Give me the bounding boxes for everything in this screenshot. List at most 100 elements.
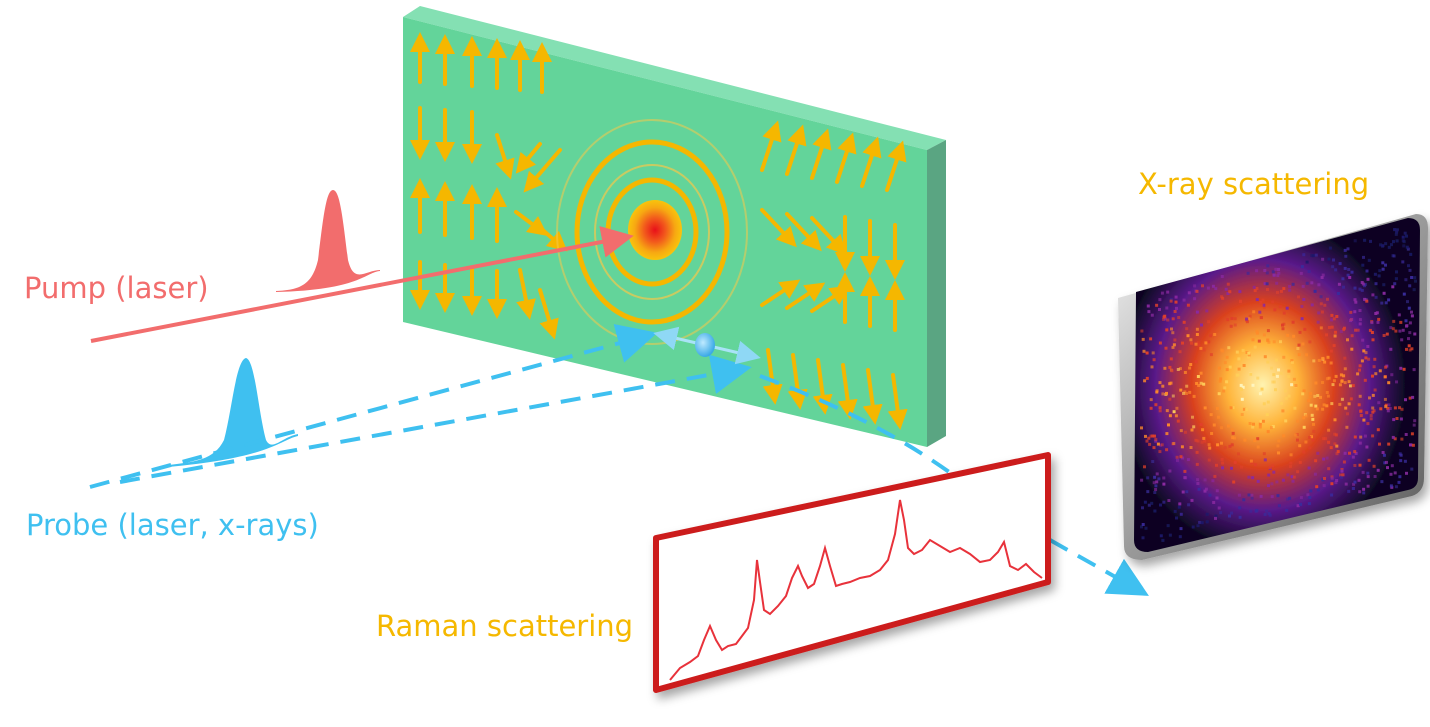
xray-speckle-dot [1266, 360, 1270, 364]
xray-speckle-dot [1356, 328, 1360, 332]
xray-speckle-dot [1176, 458, 1179, 462]
xray-speckle-dot [1353, 480, 1357, 484]
xray-speckle-dot [1378, 369, 1382, 373]
xray-speckle-dot [1158, 308, 1161, 311]
xray-speckle-dot [1151, 434, 1155, 438]
xray-speckle-dot [1247, 351, 1251, 355]
xray-speckle-dot [1238, 506, 1242, 510]
xray-speckle-dot [1179, 455, 1183, 459]
xray-speckle-dot [1393, 228, 1397, 232]
xray-speckle-dot [1349, 397, 1353, 401]
xray-speckle-dot [1261, 419, 1265, 423]
xray-speckle-dot [1321, 478, 1325, 482]
xray-speckle-dot [1330, 493, 1334, 497]
spin-arrow [515, 142, 542, 174]
xray-speckle-dot [1250, 461, 1254, 465]
xray-speckle-dot [1166, 524, 1170, 528]
xray-speckle-dot [1389, 347, 1393, 351]
xray-speckle-dot [1302, 253, 1306, 257]
xray-speckle-dot [1363, 284, 1366, 288]
xray-speckle-dot [1399, 453, 1403, 457]
xray-speckle-dot [1322, 457, 1326, 461]
xray-speckle-dot [1327, 257, 1331, 261]
xray-speckle-dot [1397, 313, 1401, 317]
xray-speckle-dot [1193, 297, 1197, 301]
xray-speckle-dot [1256, 437, 1260, 441]
xray-speckle-dot [1382, 334, 1386, 337]
xray-speckle-dot [1266, 400, 1270, 404]
xray-speckle-dot [1413, 276, 1417, 280]
xray-speckle-dot [1165, 448, 1169, 452]
xray-speckle-dot [1151, 460, 1155, 463]
xray-speckle-dot [1407, 264, 1410, 268]
xray-speckle-dot [1364, 351, 1368, 355]
xray-speckle-dot [1142, 349, 1146, 353]
xray-speckle-dot [1301, 342, 1305, 346]
xray-speckle-dot [1170, 369, 1174, 373]
xray-speckle-dot [1183, 390, 1187, 394]
xray-speckle-dot [1187, 291, 1191, 295]
xray-speckle-dot [1353, 310, 1357, 314]
xray-speckle-dot [1285, 508, 1289, 512]
xray-speckle-dot [1154, 439, 1158, 443]
xray-speckle-dot [1405, 471, 1408, 475]
xray-speckle-dot [1323, 437, 1327, 441]
xray-speckle-dot [1365, 269, 1369, 273]
xray-speckle-dot [1360, 288, 1364, 292]
xray-speckle-dot [1221, 461, 1225, 465]
xray-speckle-dot [1410, 314, 1414, 318]
xray-speckle-dot [1395, 239, 1399, 243]
xray-speckle-dot [1196, 524, 1200, 528]
xray-speckle-dot [1380, 301, 1384, 305]
xray-speckle-dot [1253, 345, 1257, 349]
xray-speckle-dot [1225, 368, 1229, 372]
xray-speckle-dot [1281, 478, 1285, 482]
spin-arrow [514, 210, 548, 236]
spin-arrow [810, 285, 851, 313]
xray-speckle-dot [1147, 436, 1151, 440]
xray-speckle-dot [1407, 306, 1411, 310]
xray-speckle-dot [1248, 422, 1252, 425]
xray-speckle-dot [1408, 331, 1412, 335]
xray-speckle-dot [1376, 428, 1380, 432]
xray-speckle-dot [1265, 509, 1268, 513]
xray-speckle-dot [1272, 373, 1276, 377]
xray-speckle-dot [1400, 338, 1404, 342]
xray-speckle-dot [1390, 243, 1393, 247]
xray-speckle-dot [1319, 295, 1323, 299]
xray-speckle-dot [1226, 292, 1230, 295]
xray-speckle-dot [1368, 396, 1371, 400]
xray-speckle-dot [1265, 271, 1269, 275]
xray-speckle-dot [1272, 340, 1276, 344]
xray-speckle-dot [1262, 452, 1266, 456]
xray-speckle-dot [1308, 395, 1312, 399]
xray-speckle-dot [1274, 267, 1278, 271]
xray-speckle-dot [1220, 295, 1224, 299]
xray-speckle-dot [1289, 461, 1293, 465]
xray-speckle-dot [1169, 381, 1173, 385]
xray-speckle-dot [1307, 270, 1311, 273]
xray-speckle-dot [1400, 407, 1404, 411]
xray-speckle-dot [1153, 509, 1157, 513]
xray-speckle-dot [1310, 413, 1314, 417]
xray-speckle-dot [1259, 300, 1263, 304]
xray-speckle-dot [1298, 444, 1302, 448]
xray-speckle-dot [1381, 261, 1385, 265]
xray-speckle-dot [1340, 380, 1344, 383]
xray-speckle-dot [1152, 358, 1156, 362]
xray-speckle-dot [1279, 289, 1283, 293]
xray-speckle-dot [1287, 369, 1291, 373]
xray-speckle-dot [1229, 324, 1233, 328]
xray-speckle-dot [1173, 310, 1177, 313]
xray-speckle-dot [1329, 446, 1333, 450]
xray-speckle-dot [1274, 388, 1277, 392]
xray-speckle-dot [1276, 290, 1279, 294]
xray-speckle-dot [1374, 295, 1378, 299]
xray-speckle-dot [1149, 434, 1153, 438]
xray-speckle-dot [1332, 317, 1336, 321]
sample-side-face [927, 140, 946, 447]
xray-speckle-dot [1410, 347, 1414, 351]
xray-speckle-dot [1399, 320, 1403, 324]
xray-speckle-dot [1402, 244, 1406, 248]
xray-speckle-dot [1258, 392, 1262, 396]
